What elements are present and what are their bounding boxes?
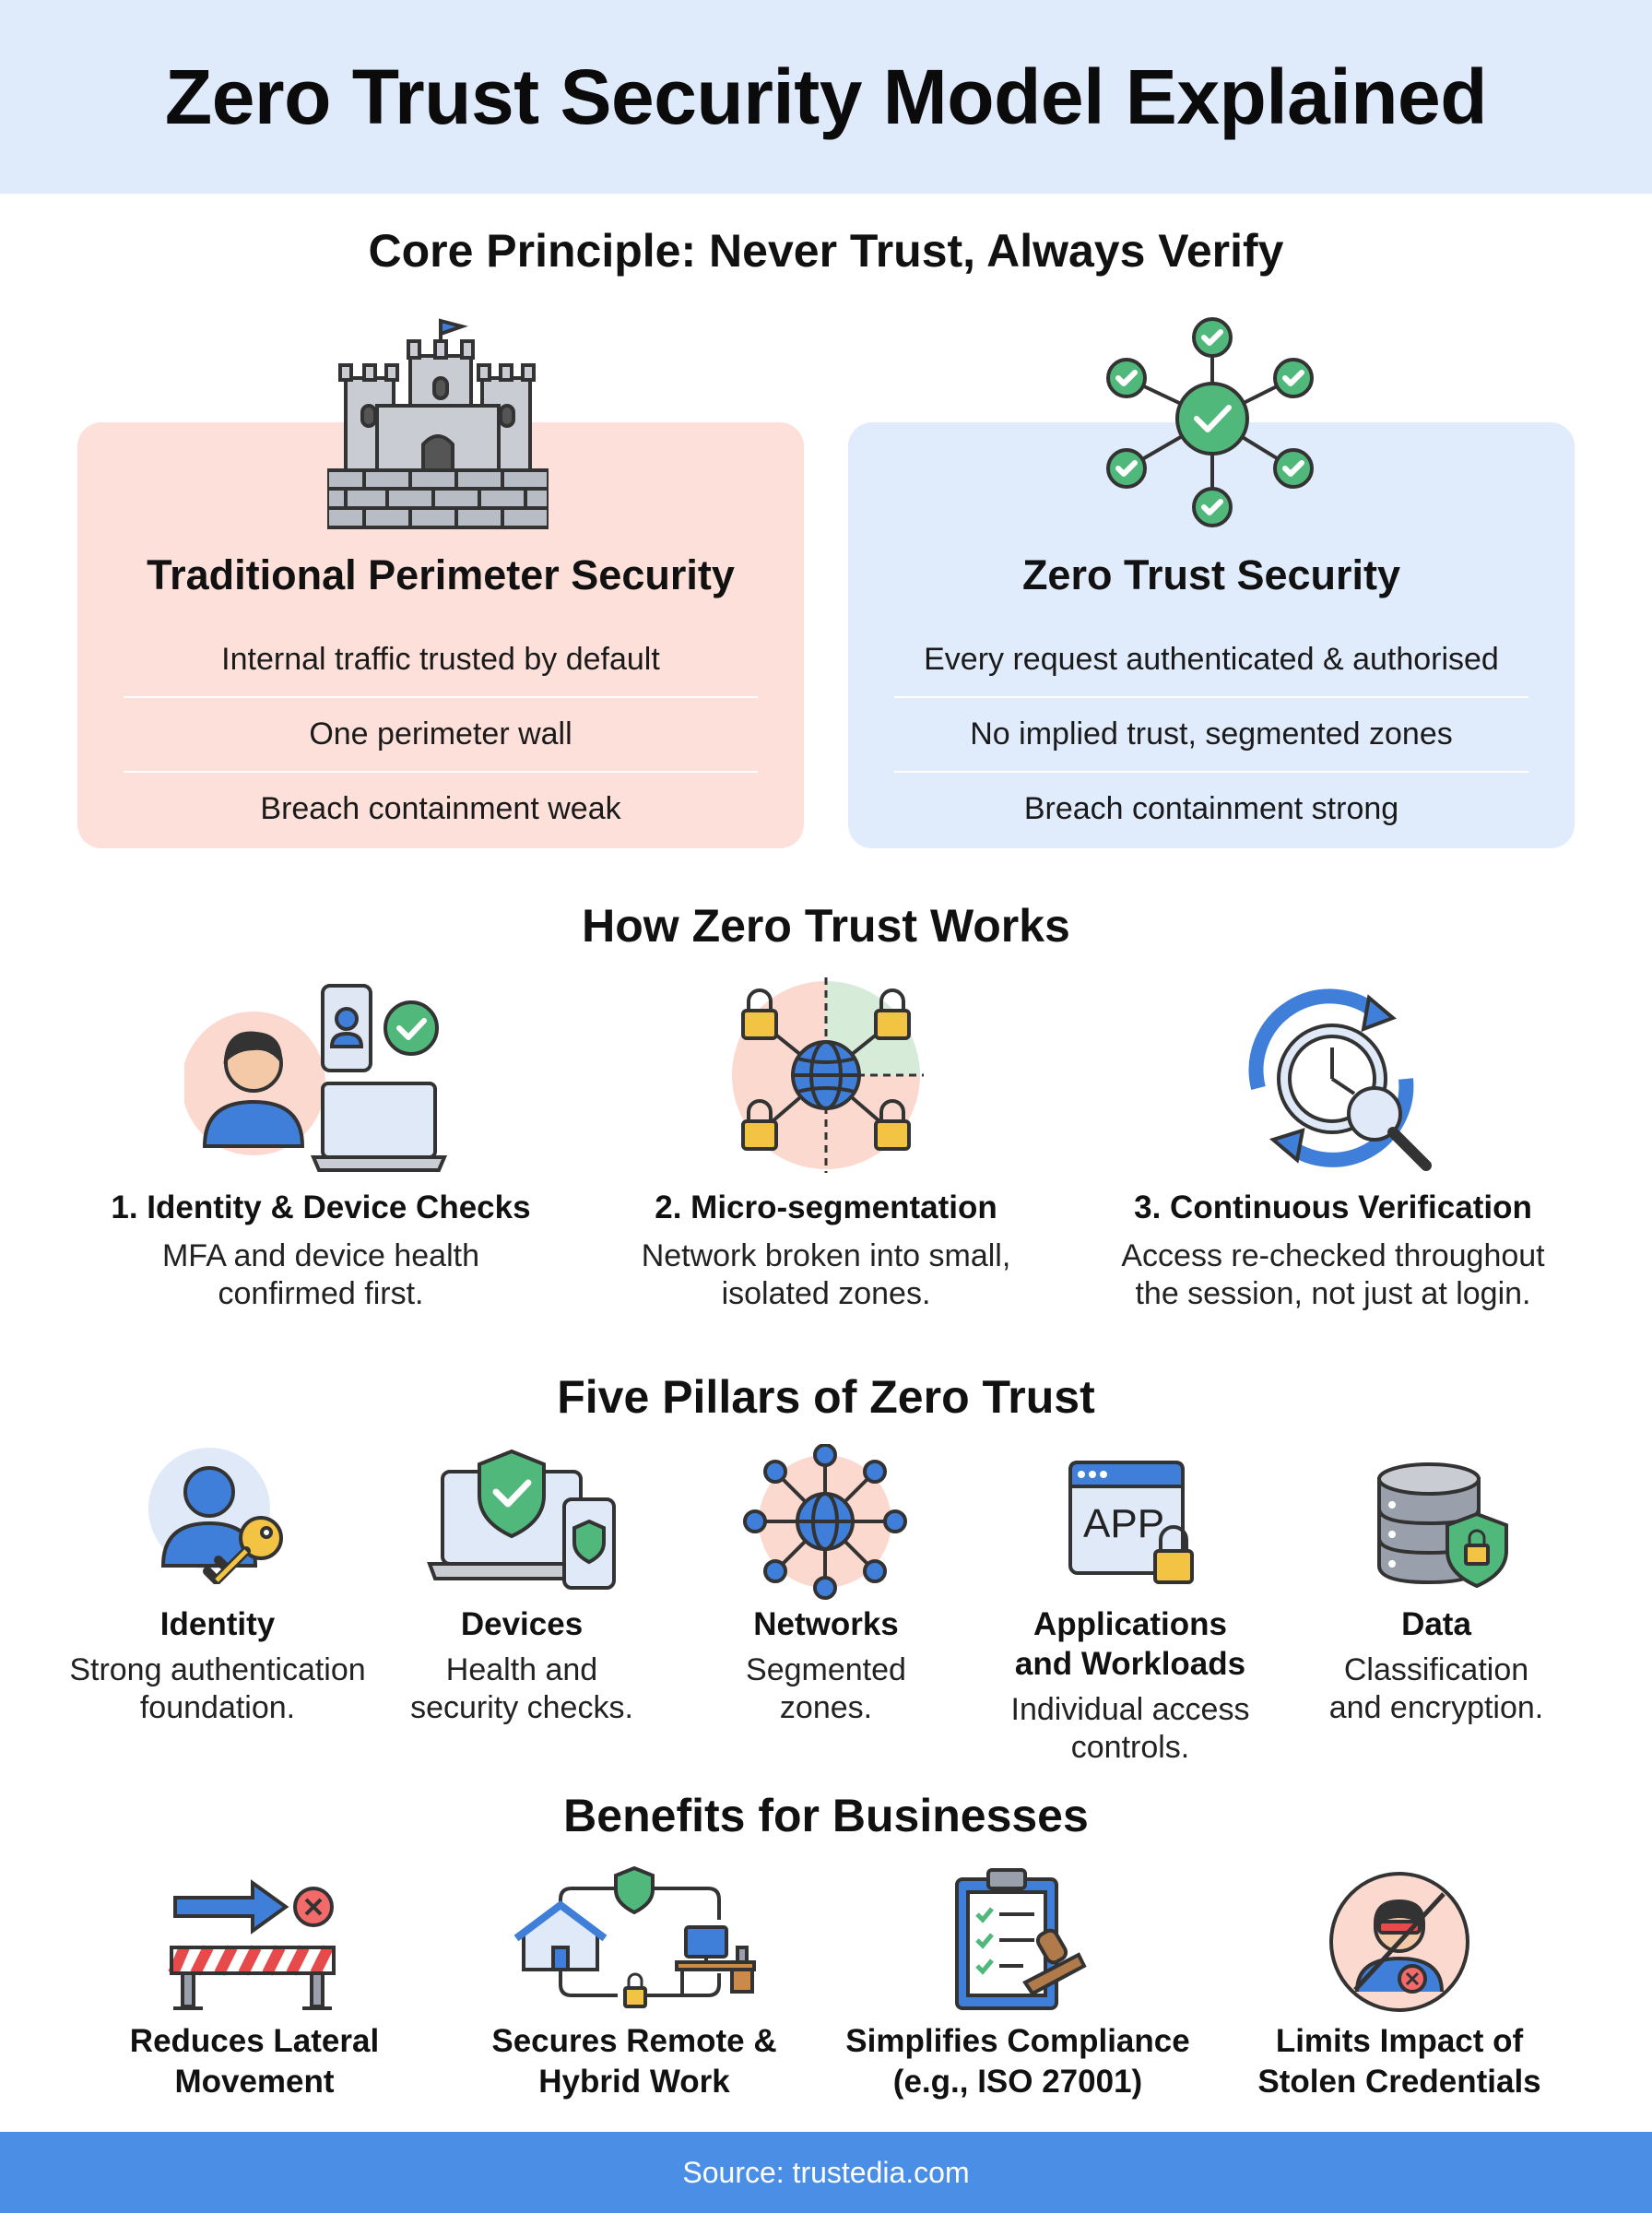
benefit-title-line: (e.g., ISO 27001) [892, 2064, 1143, 2100]
identity-key-icon [148, 1448, 283, 1584]
source-text: Source: trustedia.com [682, 2155, 970, 2189]
zero-trust-card-title: Zero Trust Security [1021, 551, 1401, 598]
pillar-networks: Networks Segmented zones. [669, 1604, 983, 1727]
compliance-clipboard-icon [955, 1868, 1087, 2010]
pillar-desc-line: zones. [779, 1690, 873, 1725]
benefits-heading: Benefits for Businesses [563, 1790, 1089, 1841]
benefit-title-line: Movement [174, 2064, 335, 2100]
how-step-desc-line: Access re-checked throughout [1121, 1238, 1545, 1273]
pillar-title: Applications [1032, 1606, 1228, 1642]
application-window-icon: APP [1067, 1459, 1196, 1588]
pillar-desc-line: controls. [1070, 1730, 1190, 1765]
how-step-title: 2. Micro-segmentation [655, 1189, 997, 1225]
pillar-desc-line: Segmented [746, 1652, 906, 1687]
how-step-desc-line: isolated zones. [721, 1276, 931, 1311]
traditional-card-row: Breach containment weak [260, 791, 621, 826]
pillar-desc-line: Health and [445, 1652, 598, 1687]
benefit-title-line: Reduces Lateral [129, 2023, 380, 2059]
how-step-title: 1. Identity & Device Checks [111, 1189, 531, 1225]
micro-segmentation-icon [732, 977, 924, 1173]
traditional-card-row: One perimeter wall [124, 698, 758, 773]
verified-network-hub-icon [1106, 317, 1314, 527]
traditional-card-title: Traditional Perimeter Security [147, 551, 735, 598]
devices-shield-icon [427, 1449, 616, 1590]
traditional-card-list: Internal traffic trusted by default One … [124, 623, 758, 846]
how-step-desc-line: MFA and device health [161, 1238, 479, 1273]
pillars-heading: Five Pillars of Zero Trust [557, 1371, 1095, 1423]
how-step-verification: 3. Continuous Verification Access re-che… [1093, 1189, 1573, 1313]
pillar-desc-line: Strong authentication [69, 1652, 366, 1687]
app-icon-label: APP [1083, 1501, 1165, 1546]
stolen-credentials-icon [1329, 1872, 1469, 2012]
castle-icon [327, 318, 549, 529]
benefit-remote-work: Secures Remote & Hybrid Work [450, 2021, 819, 2102]
benefit-title-line: Simplifies Compliance [845, 2023, 1190, 2059]
pillar-title: and Workloads [1014, 1646, 1246, 1682]
pillar-title: Data [1401, 1606, 1471, 1642]
benefit-compliance: Simplifies Compliance (e.g., ISO 27001) [833, 2021, 1202, 2102]
zero-trust-card-row: Every request authenticated & authorised [894, 623, 1528, 698]
blocked-path-barrier-icon [168, 1879, 336, 2010]
how-it-works-heading: How Zero Trust Works [582, 900, 1070, 952]
pillar-desc-line: Classification [1343, 1652, 1529, 1687]
page-title: Zero Trust Security Model Explained [164, 53, 1488, 140]
benefit-title-line: Limits Impact of [1275, 2023, 1524, 2059]
how-step-desc-line: confirmed first. [218, 1276, 424, 1311]
benefit-stolen-credentials: Limits Impact of Stolen Credentials [1215, 2021, 1584, 2102]
pillar-identity: Identity Strong authentication foundatio… [61, 1604, 374, 1727]
how-step-title: 3. Continuous Verification [1134, 1189, 1532, 1225]
how-step-segmentation: 2. Micro-segmentation Network broken int… [586, 1189, 1066, 1313]
benefit-lateral-movement: Reduces Lateral Movement [70, 2021, 439, 2102]
zero-trust-card-row: Breach containment strong [1023, 791, 1399, 826]
pillar-desc-line: and encryption. [1328, 1690, 1544, 1725]
pillar-applications: Applications and Workloads Individual ac… [974, 1604, 1287, 1767]
zero-trust-card-row: No implied trust, segmented zones [894, 698, 1528, 773]
pillar-desc-line: security checks. [410, 1690, 633, 1725]
benefit-title-line: Stolen Credentials [1257, 2064, 1541, 2100]
how-step-identity: 1. Identity & Device Checks MFA and devi… [81, 1189, 560, 1313]
source-footer: Source: trustedia.com [0, 2132, 1652, 2213]
traditional-card-row: Internal traffic trusted by default [124, 623, 758, 698]
pillar-title: Networks [753, 1606, 899, 1642]
core-principle-heading: Core Principle: Never Trust, Always Veri… [368, 225, 1284, 277]
header-banner: Zero Trust Security Model Explained [0, 0, 1652, 194]
remote-work-icon [513, 1865, 756, 2008]
pillar-title: Identity [159, 1606, 276, 1642]
pillar-data: Data Classification and encryption. [1280, 1604, 1593, 1727]
identity-device-icon [184, 984, 448, 1172]
how-step-desc-line: the session, not just at login. [1135, 1276, 1531, 1311]
zero-trust-card-list: Every request authenticated & authorised… [894, 623, 1528, 846]
pillar-desc-line: Individual access [1010, 1692, 1250, 1727]
how-step-desc-line: Network broken into small, [641, 1238, 1011, 1273]
benefit-title-line: Secures Remote & [491, 2023, 777, 2059]
continuous-verification-icon [1248, 988, 1432, 1171]
pillar-title: Devices [460, 1606, 584, 1642]
database-shield-icon [1377, 1462, 1508, 1589]
network-globe-icon [743, 1444, 907, 1600]
pillar-devices: Devices Health and security checks. [365, 1604, 678, 1727]
benefit-title-line: Hybrid Work [538, 2064, 730, 2100]
pillar-desc-line: foundation. [139, 1690, 296, 1725]
